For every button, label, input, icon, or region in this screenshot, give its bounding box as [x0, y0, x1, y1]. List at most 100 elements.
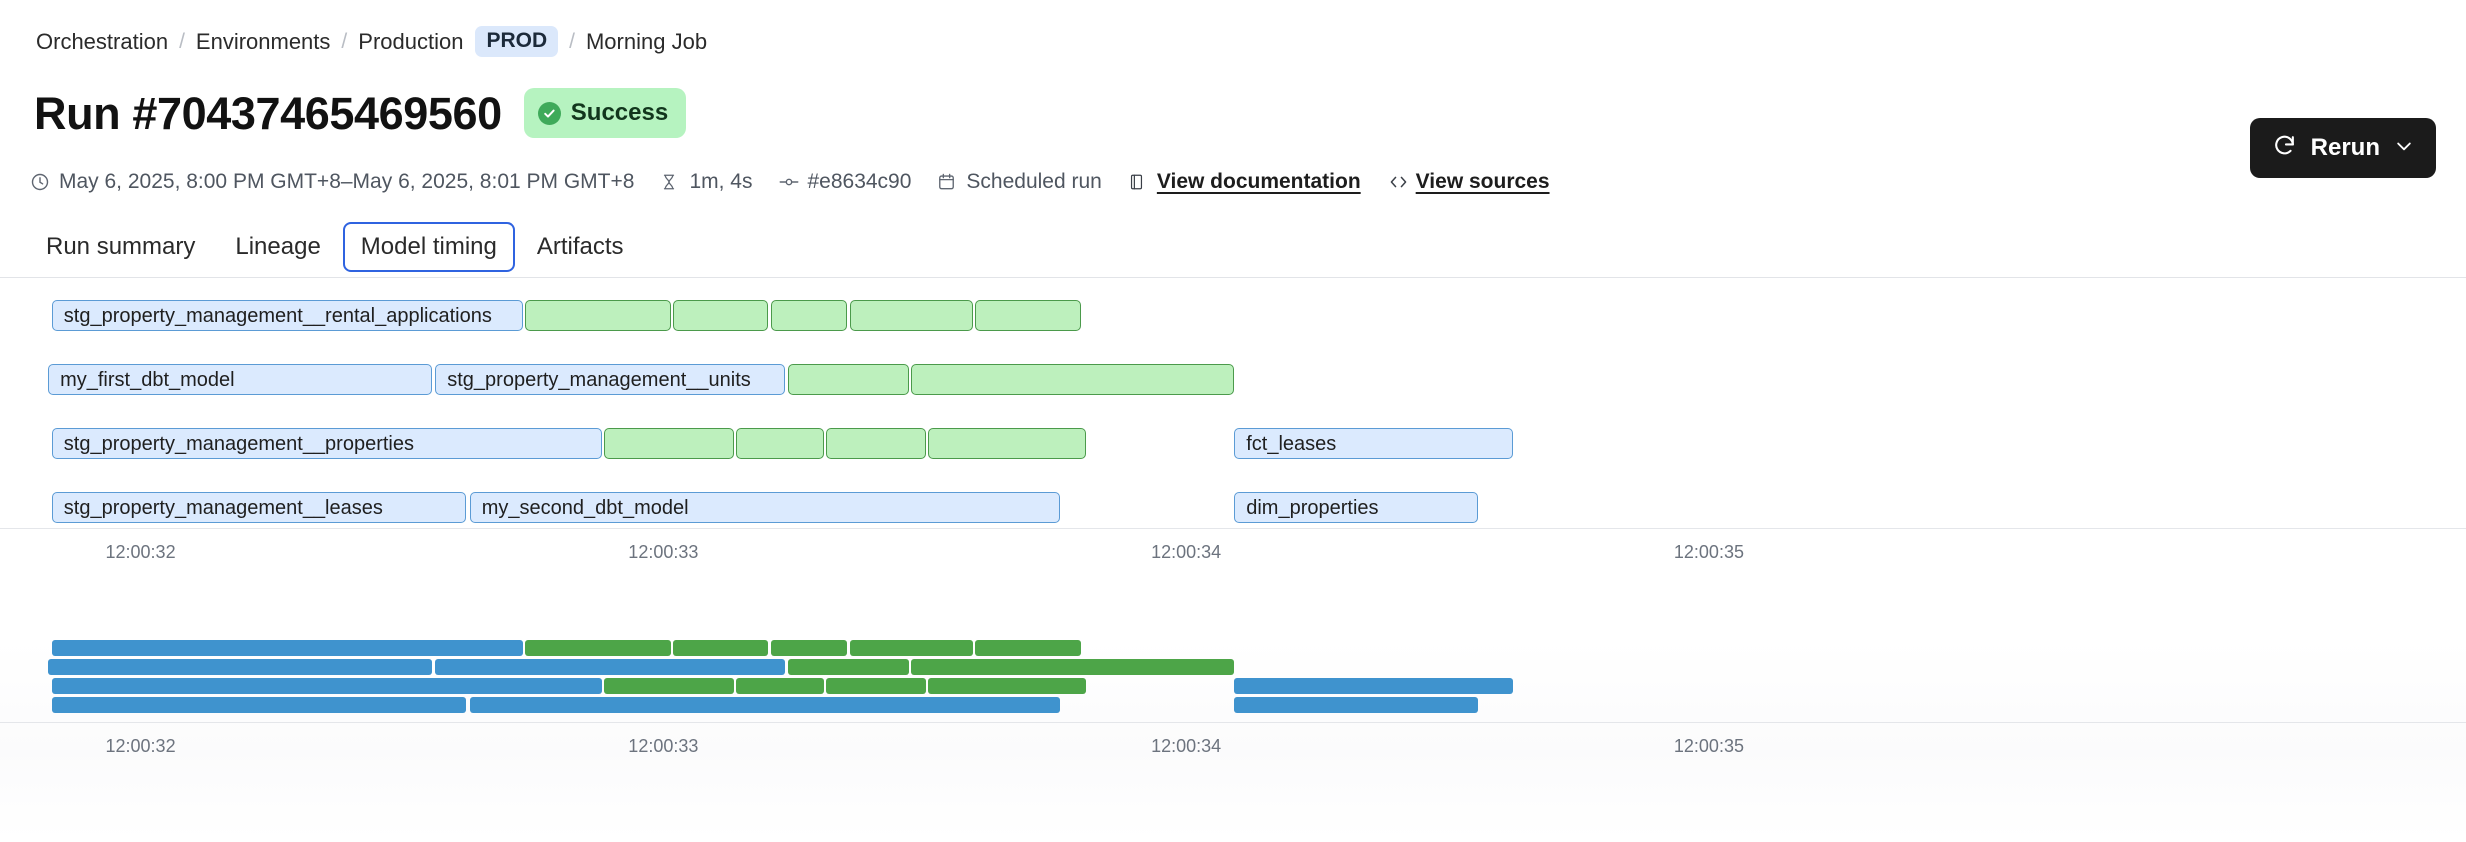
code-icon	[1387, 172, 1407, 192]
minimap-axis-tick: 12:00:34	[1151, 736, 1222, 756]
minimap-row	[0, 659, 2466, 675]
gantt-bar-test[interactable]	[770, 300, 848, 331]
minimap-bar[interactable]	[51, 640, 523, 656]
gantt-bar-label: my_second_dbt_model	[481, 496, 689, 519]
gantt-bar-stg_property_management__leases[interactable]: stg_property_management__leases	[51, 492, 467, 523]
chevron-down-icon[interactable]	[2394, 136, 2414, 161]
minimap-bar[interactable]	[48, 659, 432, 675]
minimap-row	[0, 678, 2466, 694]
gantt-axis-tick: 12:00:35	[1673, 542, 1744, 562]
minimap-bar[interactable]	[1234, 678, 1513, 694]
gantt-bar-label: stg_property_management__rental_applicat…	[63, 304, 492, 327]
meta-commit[interactable]: #e8634c90	[778, 170, 911, 194]
git-commit-icon	[778, 172, 799, 192]
hourglass-icon	[660, 172, 680, 192]
minimap-bar[interactable]	[770, 640, 848, 656]
tab-run-summary[interactable]: Run summary	[46, 233, 196, 260]
calendar-icon	[937, 172, 957, 192]
gantt-axis-tick: 12:00:33	[628, 542, 699, 562]
run-meta-row: May 6, 2025, 8:00 PM GMT+8–May 6, 2025, …	[30, 170, 1550, 194]
clock-icon	[30, 172, 50, 192]
breadcrumb-item-environments[interactable]: Environments	[195, 28, 331, 54]
minimap-bar[interactable]	[975, 640, 1082, 656]
minimap-axis-tick: 12:00:32	[105, 736, 176, 756]
breadcrumb-separator: /	[179, 29, 185, 53]
meta-timerange-text: May 6, 2025, 8:00 PM GMT+8–May 6, 2025, …	[59, 170, 635, 193]
model-timing-gantt: stg_property_management__rental_applicat…	[0, 300, 2466, 600]
gantt-bar-test[interactable]	[525, 300, 671, 331]
breadcrumb-separator: /	[341, 29, 348, 53]
gantt-bar-label: my_first_dbt_model	[60, 368, 235, 391]
breadcrumb-item-production[interactable]: Production	[358, 28, 464, 54]
status-badge: Success	[523, 88, 687, 138]
status-label: Success	[570, 99, 669, 126]
minimap-bar[interactable]	[673, 640, 769, 656]
tab-lineage[interactable]: Lineage	[235, 233, 321, 260]
minimap-axis-line	[0, 722, 2466, 723]
breadcrumb-item-orchestration[interactable]: Orchestration	[36, 28, 169, 54]
meta-commit-text: #e8634c90	[807, 170, 912, 193]
meta-duration: 1m, 4s	[660, 170, 752, 194]
minimap-rows	[0, 640, 2466, 713]
gantt-axis-tick: 12:00:32	[105, 542, 176, 562]
minimap-bar[interactable]	[849, 640, 973, 656]
minimap-bar[interactable]	[604, 678, 734, 694]
rerun-label: Rerun	[2310, 134, 2380, 161]
title-row: Run #70437465469560 Success	[34, 87, 687, 139]
meta-duration-text: 1m, 4s	[689, 170, 753, 193]
minimap-bar[interactable]	[469, 697, 1061, 713]
meta-trigger: Scheduled run	[937, 170, 1102, 194]
gantt-bar-stg_property_management__units[interactable]: stg_property_management__units	[435, 364, 786, 395]
refresh-icon	[2272, 133, 2297, 163]
minimap-bar[interactable]	[51, 678, 602, 694]
gantt-axis-line	[0, 528, 2466, 529]
gantt-bar-stg_property_management__properties[interactable]: stg_property_management__properties	[51, 428, 602, 459]
gantt-bar-test[interactable]	[911, 364, 1235, 395]
gantt-bar-label: stg_property_management__properties	[63, 432, 414, 455]
minimap-bar[interactable]	[51, 697, 467, 713]
minimap-axis-tick: 12:00:35	[1673, 736, 1744, 756]
minimap-bar[interactable]	[928, 678, 1087, 694]
meta-documentation[interactable]: View documentation	[1128, 170, 1361, 194]
breadcrumb-item-morning-job: Morning Job	[585, 28, 708, 54]
gantt-bar-test[interactable]	[787, 364, 909, 395]
minimap-bar[interactable]	[525, 640, 671, 656]
minimap-bar[interactable]	[826, 678, 926, 694]
gantt-bar-label: stg_property_management__units	[447, 368, 751, 391]
gantt-bar-test[interactable]	[736, 428, 824, 459]
gantt-bar-test[interactable]	[826, 428, 926, 459]
meta-timerange: May 6, 2025, 8:00 PM GMT+8–May 6, 2025, …	[30, 170, 634, 194]
meta-sources-link[interactable]: View sources	[1415, 170, 1550, 193]
tab-divider	[0, 277, 2466, 278]
gantt-bar-my_second_dbt_model[interactable]: my_second_dbt_model	[469, 492, 1061, 523]
minimap-bar[interactable]	[787, 659, 909, 675]
tab-bar: Run summary Lineage Model timing Artifacts	[28, 222, 642, 272]
gantt-bar-my_first_dbt_model[interactable]: my_first_dbt_model	[48, 364, 432, 395]
minimap-bar[interactable]	[911, 659, 1235, 675]
gantt-bar-test[interactable]	[673, 300, 769, 331]
gantt-bar-dim_properties[interactable]: dim_properties	[1234, 492, 1479, 523]
gantt-bar-fct_leases[interactable]: fct_leases	[1234, 428, 1513, 459]
gantt-bar-test[interactable]	[604, 428, 734, 459]
minimap-bar[interactable]	[736, 678, 824, 694]
book-icon	[1128, 172, 1148, 192]
gantt-bar-label: dim_properties	[1246, 496, 1379, 519]
meta-documentation-link[interactable]: View documentation	[1156, 170, 1361, 193]
meta-sources[interactable]: View sources	[1387, 170, 1550, 194]
gantt-bar-test[interactable]	[928, 428, 1087, 459]
minimap-bar[interactable]	[435, 659, 786, 675]
gantt-row: stg_property_management__properties fct_l…	[0, 428, 2466, 459]
rerun-button[interactable]: Rerun	[2249, 118, 2436, 178]
minimap-bar[interactable]	[1234, 697, 1479, 713]
tab-model-timing[interactable]: Model timing	[342, 222, 515, 272]
gantt-bar-test[interactable]	[849, 300, 973, 331]
gantt-rows: stg_property_management__rental_applicat…	[0, 300, 2466, 523]
minimap-row	[0, 640, 2466, 656]
meta-trigger-text: Scheduled run	[966, 170, 1102, 193]
gantt-bar-stg_property_management__rental_applications[interactable]: stg_property_management__rental_applicat…	[51, 300, 523, 331]
gantt-bar-test[interactable]	[975, 300, 1082, 331]
gantt-axis-tick: 12:00:34	[1151, 542, 1222, 562]
tab-artifacts[interactable]: Artifacts	[536, 233, 624, 260]
page-title: Run #70437465469560	[34, 87, 502, 139]
